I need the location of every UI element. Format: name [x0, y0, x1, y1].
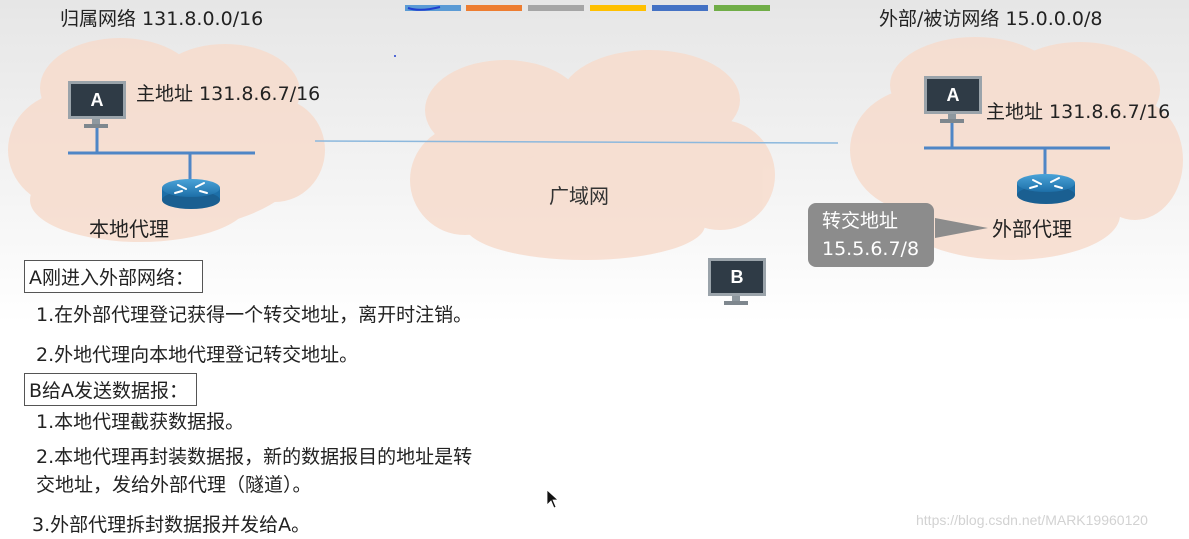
home-host-a-screen: A	[68, 81, 126, 119]
foreign-primary-address: 主地址 131.8.6.7/16	[986, 101, 1171, 123]
section-b-step-2-continued: 交地址，发给外部代理（隧道）。	[36, 474, 312, 496]
section-b-step-3: 3.外部代理拆封数据报并发给A。	[32, 514, 311, 536]
callout-tail	[935, 218, 988, 238]
home-agent-label: 本地代理	[89, 217, 169, 241]
swatch-5	[652, 5, 708, 11]
host-b-screen: B	[708, 258, 766, 296]
home-host-a-base	[84, 124, 108, 128]
foreign-agent-label: 外部代理	[992, 217, 1072, 241]
foreign-router-icon	[1017, 174, 1075, 204]
section-a-step-2: 2.外地代理向本地代理登记转交地址。	[36, 344, 359, 366]
foreign-host-a-screen: A	[924, 76, 982, 114]
wan-label: 广域网	[549, 184, 609, 208]
home-host-a-neck	[92, 119, 100, 124]
home-router-icon	[162, 179, 220, 209]
foreign-host-a-base	[940, 119, 964, 123]
pen-mark	[407, 6, 441, 11]
swatch-3	[528, 5, 584, 11]
mouse-cursor-icon	[546, 489, 560, 509]
host-b-base	[724, 301, 748, 305]
wan-cloud	[410, 50, 775, 260]
swatch-6	[714, 5, 770, 11]
watermark: https://blog.csdn.net/MARK19960120	[916, 512, 1148, 528]
wan-link	[314, 140, 839, 144]
care-of-address-value: 15.5.6.7/8	[822, 238, 920, 260]
home-network-title: 归属网络 131.8.0.0/16	[60, 8, 264, 30]
swatch-4	[590, 5, 646, 11]
section-b-step-1: 1.本地代理截获数据报。	[36, 411, 245, 433]
home-network-cloud	[8, 38, 325, 242]
dot-mark	[394, 55, 396, 57]
care-of-address-title: 转交地址	[822, 210, 899, 232]
host-b-neck	[732, 296, 740, 301]
section-b-step-2: 2.本地代理再封装数据报，新的数据报目的地址是转	[36, 446, 473, 468]
swatch-2	[466, 5, 522, 11]
section-b-heading: B给A发送数据报：	[24, 373, 198, 406]
foreign-host-a-neck	[948, 114, 956, 119]
section-a-heading: A刚进入外部网络：	[24, 260, 203, 293]
foreign-network-title: 外部/被访网络 15.0.0.0/8	[879, 8, 1103, 30]
care-of-address-callout: 转交地址 15.5.6.7/8	[808, 203, 934, 267]
home-primary-address: 主地址 131.8.6.7/16	[136, 83, 321, 105]
section-a-step-1: 1.在外部代理登记获得一个转交地址，离开时注销。	[36, 304, 473, 326]
